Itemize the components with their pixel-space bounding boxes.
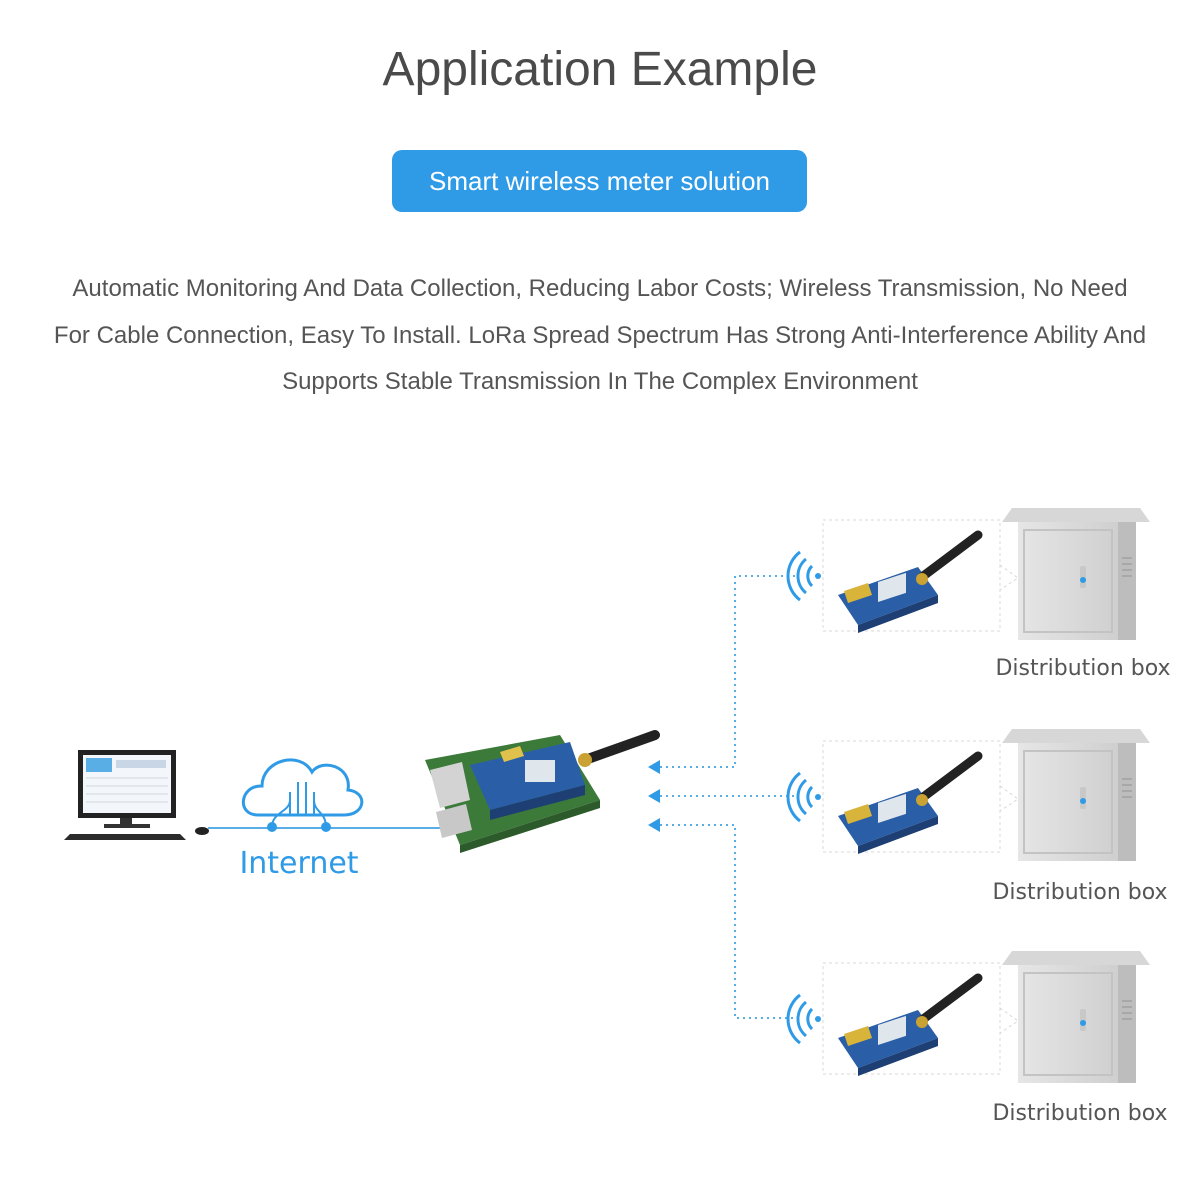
distribution-cabinet-icon	[1001, 507, 1151, 641]
lora-module-icon	[838, 978, 978, 1076]
wireless-links	[660, 575, 795, 1019]
description-line: Automatic Monitoring And Data Collection…	[72, 275, 1128, 302]
distribution-cabinet-icon	[1001, 950, 1151, 1084]
raspberry-pi-gateway-icon	[425, 730, 660, 853]
description: Automatic Monitoring And Data Collection…	[10, 266, 1190, 406]
callout-pointer	[999, 1007, 1019, 1034]
lora-module-icon	[838, 535, 978, 633]
distribution-box-label: Distribution box	[992, 1101, 1167, 1126]
solution-badge: Smart wireless meter solution	[392, 150, 807, 212]
description-line: For Cable Connection, Easy To Install. L…	[53, 321, 1147, 349]
lora-module-icon	[838, 756, 978, 854]
callout-pointer	[999, 564, 1019, 591]
page-title: Application Example	[382, 43, 818, 96]
description-line: Supports Stable Transmission In The Comp…	[282, 368, 918, 395]
link-arrows	[648, 760, 660, 832]
distribution-box-label: Distribution box	[992, 880, 1167, 905]
cloud-icon	[241, 758, 364, 832]
distribution-box-label: Distribution box	[995, 656, 1170, 681]
signal-icon	[786, 550, 823, 602]
distribution-cabinet-icon	[1001, 728, 1151, 862]
desktop-computer-icon	[64, 750, 209, 840]
internet-label: Internet	[239, 846, 358, 881]
callout-pointer	[999, 785, 1019, 812]
